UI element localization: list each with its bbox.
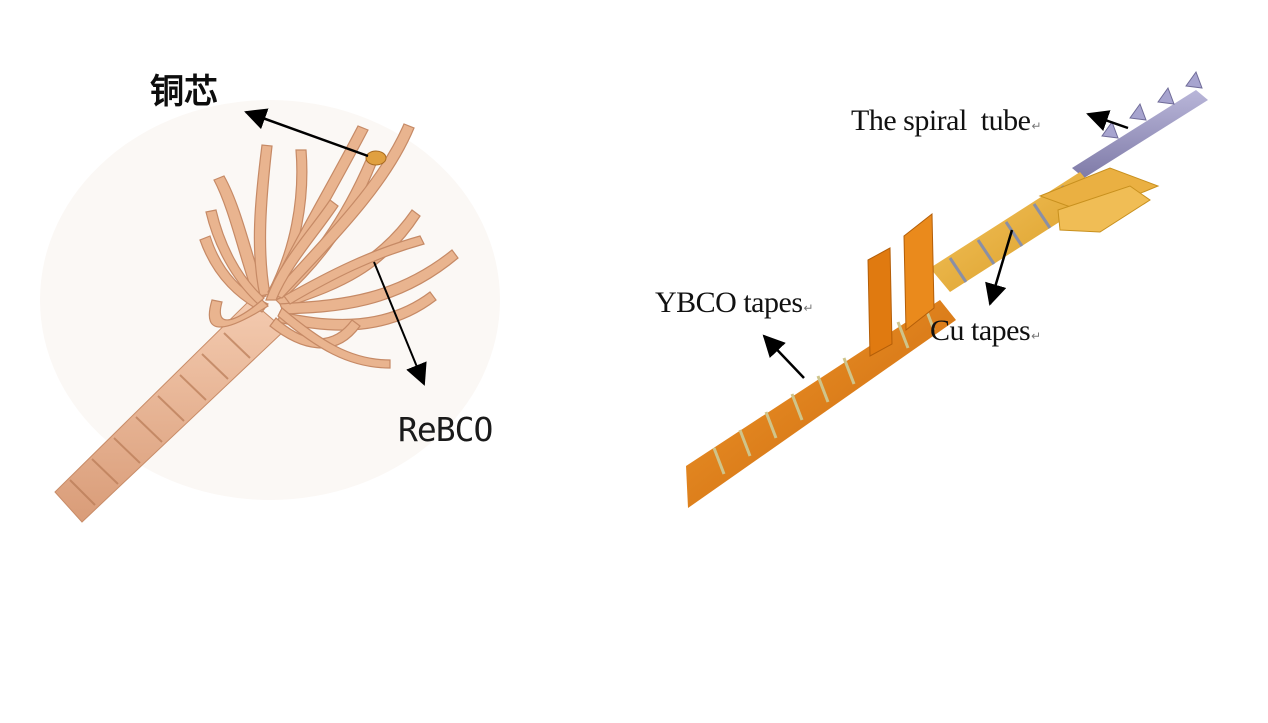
frayed-cable-photo	[40, 100, 500, 523]
cu-label-wrap: Cu tapes↵	[930, 314, 1041, 348]
cable-helical-seams	[69, 332, 251, 506]
arrow-to-ybco-label	[762, 334, 805, 379]
paragraph-mark: ↵	[1031, 329, 1041, 343]
ybco-label-wrap: YBCO tapes↵	[655, 286, 814, 320]
spiral-tube-label: The spiral tube	[851, 104, 1031, 137]
rebco-label: ReBCO	[398, 410, 493, 449]
arrow-to-copper-core-label	[244, 108, 369, 158]
copper-core-label: 铜芯	[150, 72, 218, 112]
spiral-tube-ridges	[1101, 70, 1203, 139]
cu-label: Cu tapes	[930, 314, 1031, 347]
ybco-tape-gaps	[712, 303, 936, 475]
spiral-tube	[1072, 90, 1208, 178]
paragraph-mark: ↵	[1031, 119, 1042, 133]
ybco-tape-flap-2	[903, 212, 935, 332]
paragraph-mark: ↵	[803, 301, 814, 315]
arrow-to-cu-label	[985, 229, 1014, 306]
ybco-tape-flap-1	[867, 247, 893, 357]
spiral-tube-label-wrap: The spiral tube↵	[851, 104, 1041, 138]
cable-schematic	[686, 70, 1208, 508]
cu-tape-flap-2	[1057, 185, 1151, 233]
copper-core	[365, 150, 387, 166]
ybco-label: YBCO tapes	[655, 286, 803, 319]
arrow-to-rebco-label	[373, 261, 427, 386]
ybco-tape-segment	[686, 300, 956, 508]
frayed-tape-strips	[199, 123, 459, 369]
arrow-to-spiral-tube-label	[1086, 110, 1129, 131]
